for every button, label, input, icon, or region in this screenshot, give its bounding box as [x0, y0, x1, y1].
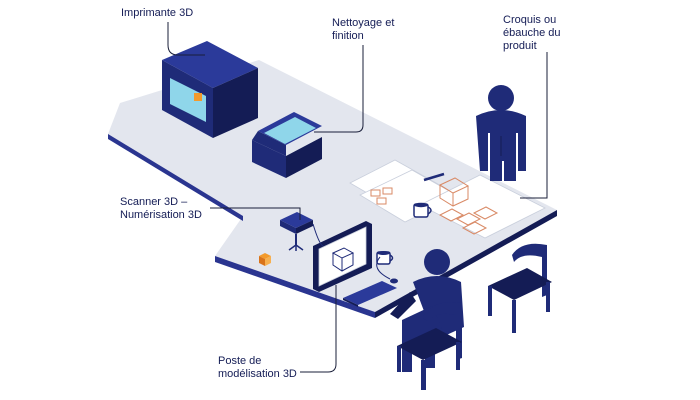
- printer-side: [213, 68, 258, 138]
- monitor: [313, 221, 372, 292]
- label-scanner-line-1: Scanner 3D –: [120, 196, 188, 208]
- chair-front: [397, 302, 462, 390]
- cleaning-front: [252, 140, 286, 178]
- leader-lines: [167, 22, 548, 373]
- cleaning-window: [264, 117, 316, 144]
- label-workstation-line-2: modélisation 3D: [218, 368, 297, 380]
- mug-sketch-table: [413, 202, 432, 218]
- leader-printer: [167, 22, 205, 56]
- label-workstation: Poste de modélisation 3D: [218, 355, 297, 381]
- printer-3d: [162, 41, 258, 138]
- label-cleaning: Nettoyage et finition: [332, 17, 394, 43]
- mug-workstation: [376, 251, 394, 265]
- scanner-3d: [280, 212, 313, 251]
- table-edge-front: [215, 256, 375, 318]
- label-printer-line: Imprimante 3D: [121, 7, 194, 19]
- label-workstation-line-1: Poste de: [218, 355, 262, 367]
- mouse-cable: [376, 256, 391, 280]
- keyboard: [343, 281, 397, 307]
- label-sketch-line-2: ébauche du: [503, 27, 561, 39]
- label-printer: Imprimante 3D: [121, 7, 193, 20]
- leader-workstation: [300, 285, 337, 373]
- sketch-drawings: [370, 177, 499, 235]
- pen: [423, 172, 445, 182]
- leader-scanner: [210, 207, 301, 220]
- printer-top: [162, 41, 258, 88]
- monitor-cube-drawing: [331, 247, 355, 272]
- cleaning-station: [252, 112, 322, 178]
- label-scanner: Scanner 3D – Numérisation 3D: [120, 196, 202, 222]
- scanner-cable: [312, 223, 324, 247]
- label-cleaning-line-1: Nettoyage et: [332, 17, 395, 29]
- monitor-screen: [318, 226, 367, 287]
- sketch-paper-front: [419, 174, 546, 239]
- leader-sketch: [520, 52, 548, 199]
- printer-window: [170, 78, 206, 122]
- label-scanner-line-2: Numérisation 3D: [120, 209, 202, 221]
- scanned-cube: [259, 253, 271, 266]
- leader-cleaning: [314, 45, 364, 133]
- standing-person: [476, 85, 526, 181]
- table-edge-back: [108, 134, 243, 221]
- label-cleaning-line-2: finition: [332, 30, 364, 42]
- chair-right: [488, 243, 552, 333]
- printer-build-cube: [194, 93, 202, 101]
- mouse: [390, 278, 398, 284]
- label-sketch-line-3: produit: [503, 40, 537, 52]
- label-sketch-line-1: Croquis ou: [503, 14, 557, 26]
- cleaning-side: [286, 137, 322, 178]
- sketch-papers: [349, 159, 546, 239]
- label-sketch: Croquis ou ébauche du produit: [503, 14, 561, 53]
